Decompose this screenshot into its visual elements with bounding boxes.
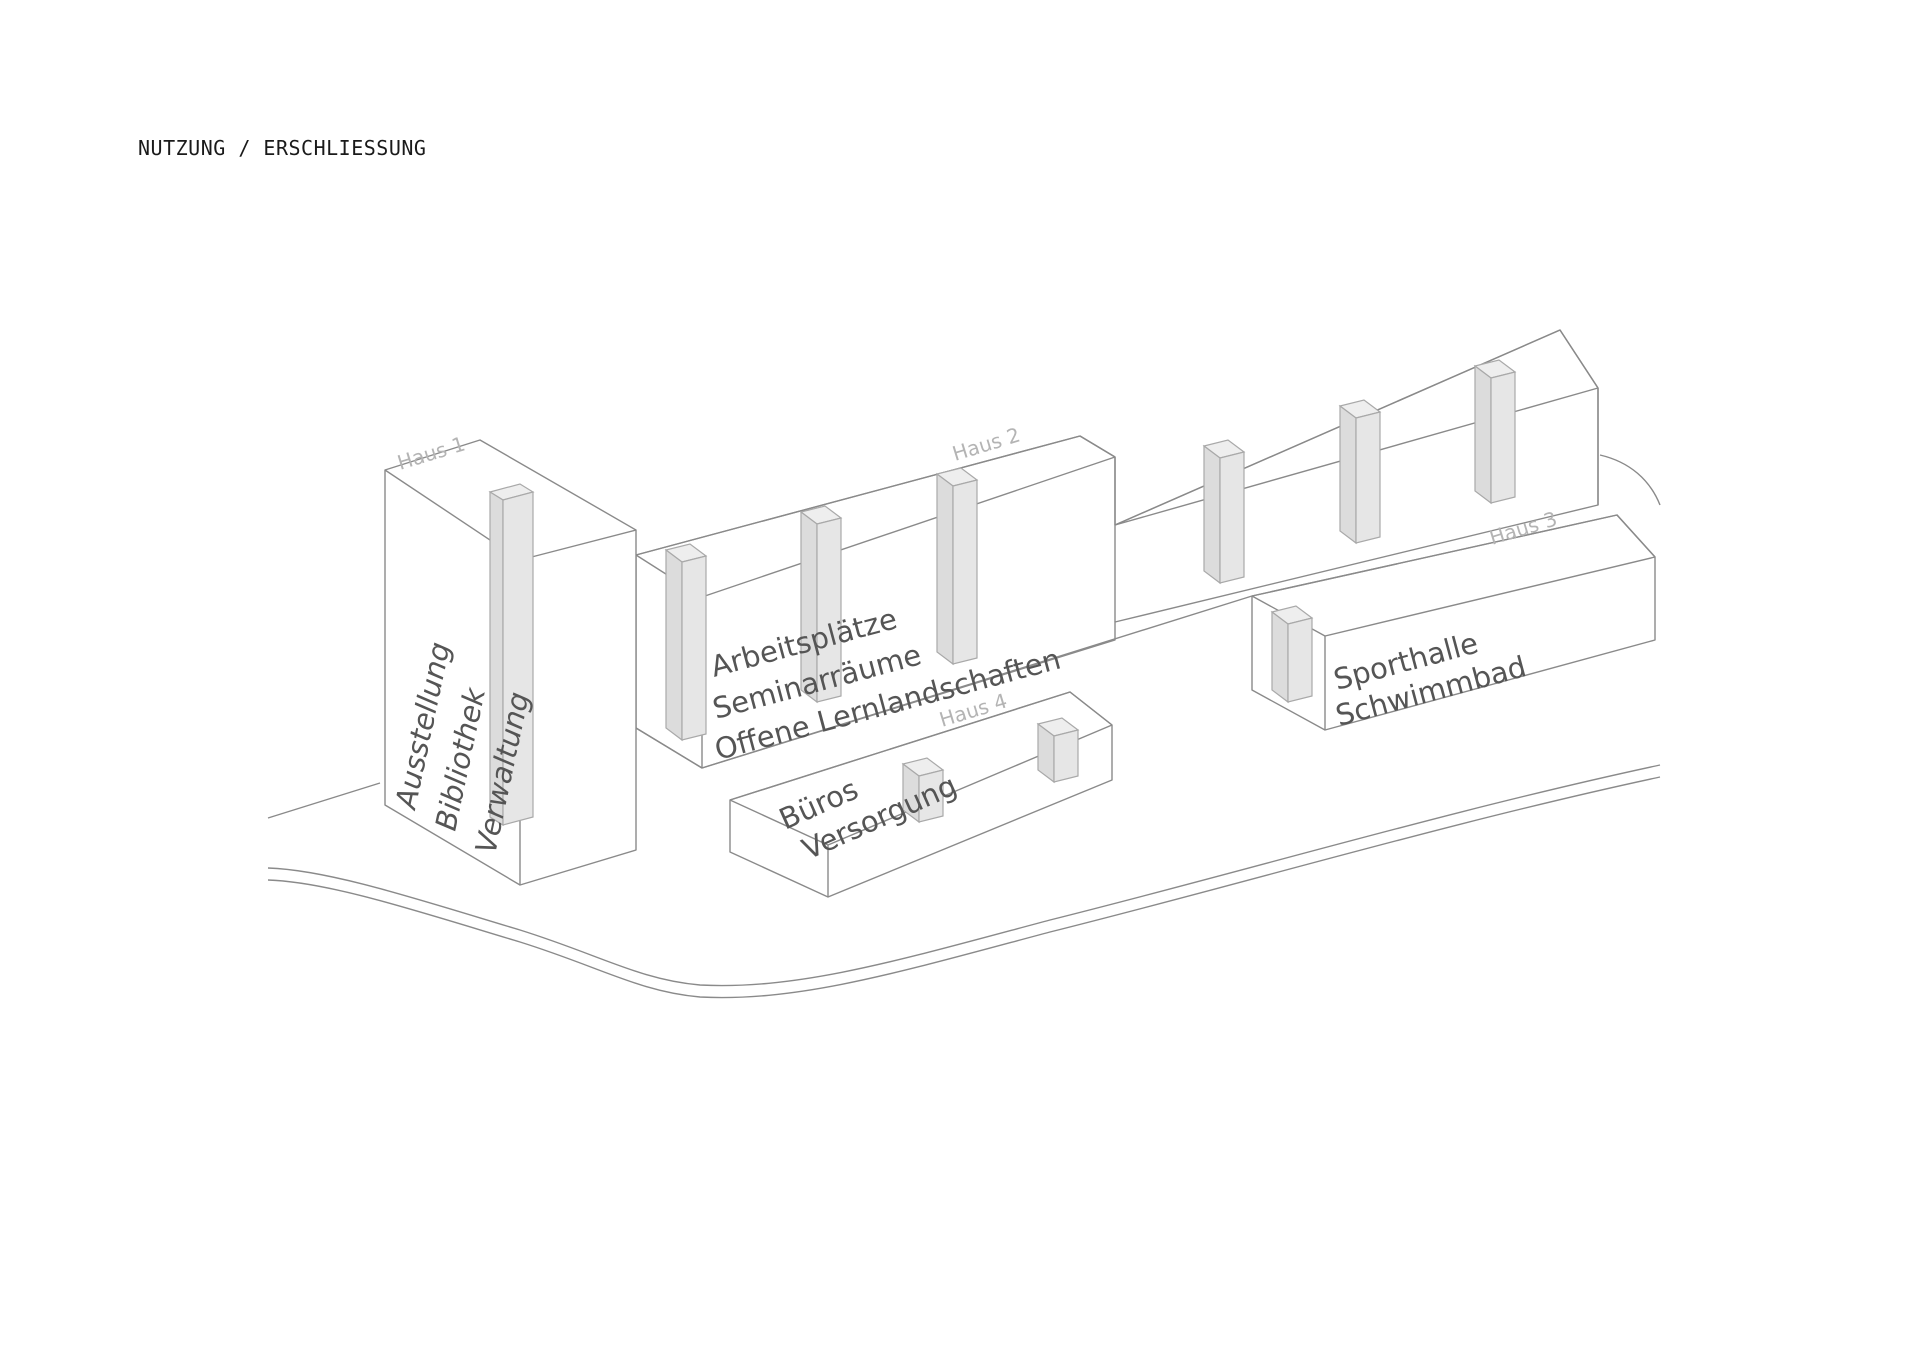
core-haus-4-a — [901, 757, 945, 824]
circulation-cores — [488, 359, 1517, 827]
core-haus-2-e — [1338, 399, 1382, 545]
page-title: NUTZUNG / ERSCHLIESSUNG — [138, 136, 427, 160]
core-haus-2-a — [664, 543, 708, 742]
building-haus-3 — [1251, 514, 1656, 731]
core-haus-2-b — [799, 505, 843, 704]
site-road-lines — [267, 454, 1661, 999]
core-haus-2-c — [935, 467, 979, 666]
core-haus-4-b — [1036, 717, 1080, 784]
core-haus-1 — [488, 483, 535, 827]
core-haus-2-d — [1202, 439, 1246, 585]
core-haus-2-f — [1473, 359, 1517, 505]
core-haus-3 — [1270, 605, 1314, 704]
